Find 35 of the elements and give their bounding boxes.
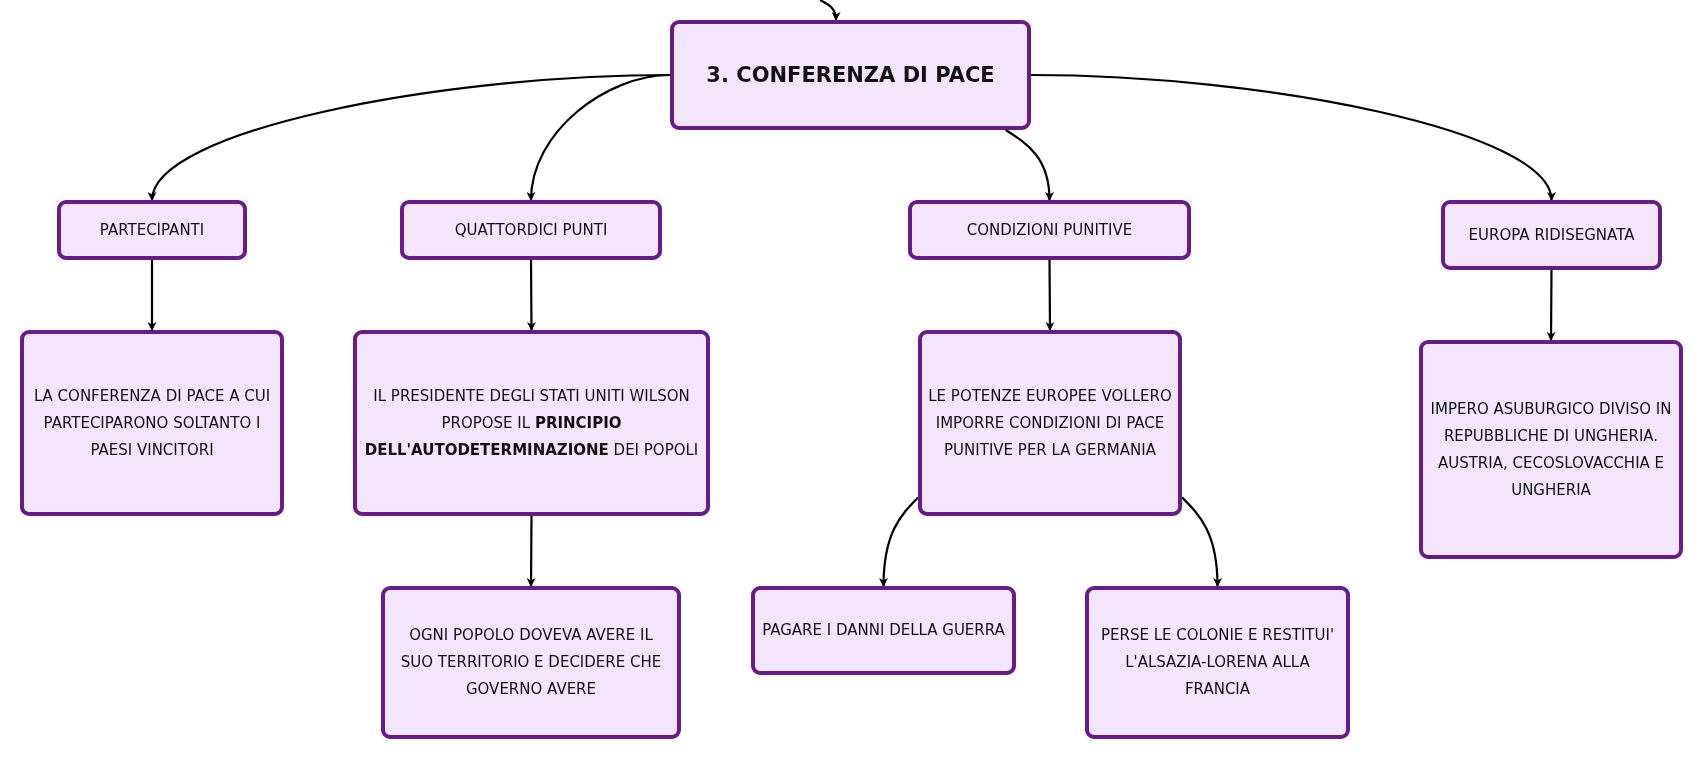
concept-box	[57, 200, 247, 260]
node-text: LA CONFERENZA DI PACE A CUI PARTECIPARONO SOLTANTO I PAESI VINCITORI	[32, 385, 272, 461]
node-text: OGNI POPOLO DOVEVA AVERE IL SUO TERRITORIO E DECIDERE CHE GOVERNO AVERE	[399, 625, 663, 700]
arrow	[1181, 496, 1222, 587]
concept-box	[751, 586, 1016, 675]
arrow	[147, 260, 157, 331]
arrow	[819, 0, 841, 21]
concept-box	[1441, 200, 1662, 270]
concept-box	[381, 586, 681, 739]
concept-box	[1419, 340, 1683, 559]
arrow	[526, 516, 536, 587]
concept-box	[908, 200, 1191, 260]
node-text: 3. CONFERENZA DI PACE	[706, 62, 995, 89]
arrow	[526, 260, 536, 331]
concept-box	[1085, 586, 1350, 739]
node-text: CONDIZIONI PUNITIVE	[966, 219, 1133, 241]
concept-box	[400, 200, 662, 260]
arrow	[1546, 270, 1556, 341]
arrow	[1030, 73, 1554, 201]
node-text: IMPERO ASUBURGICO DIVISO IN REPUBBLICHE DI UNGHERIA. AUSTRIA, CECOSLOVACCHIA E UNGHERIA	[1429, 398, 1673, 501]
arrow	[527, 73, 671, 201]
node-text: LE POTENZE EUROPEE VOLLERO IMPORRE CONDIZIONI DI PACE PUNITIVE PER LA GERMANIA	[928, 385, 1172, 461]
arrow	[1005, 129, 1054, 201]
concept-box	[670, 20, 1031, 130]
node-text: IL PRESIDENTE DEGLI STATI UNITI WILSON PROPOSE IL PRINCIPIO DELL'AUTODETERMINAZIONE DEI POPOLI	[363, 385, 700, 461]
node-text: PERSE LE COLONIE E RESTITUI' L'ALSAZIA-LORENA ALLA FRANCIA	[1099, 625, 1336, 700]
arrow	[879, 496, 919, 587]
arrow	[1045, 260, 1055, 331]
node-text: PAGARE I DANNI DELLA GUERRA	[762, 620, 1005, 641]
concept-box	[20, 330, 284, 516]
concept-box	[353, 330, 710, 516]
node-text: EUROPA RIDISEGNATA	[1468, 224, 1635, 246]
concept-box	[918, 330, 1182, 516]
node-text: PARTECIPANTI	[99, 219, 205, 241]
node-text: QUATTORDICI PUNTI	[454, 219, 608, 241]
